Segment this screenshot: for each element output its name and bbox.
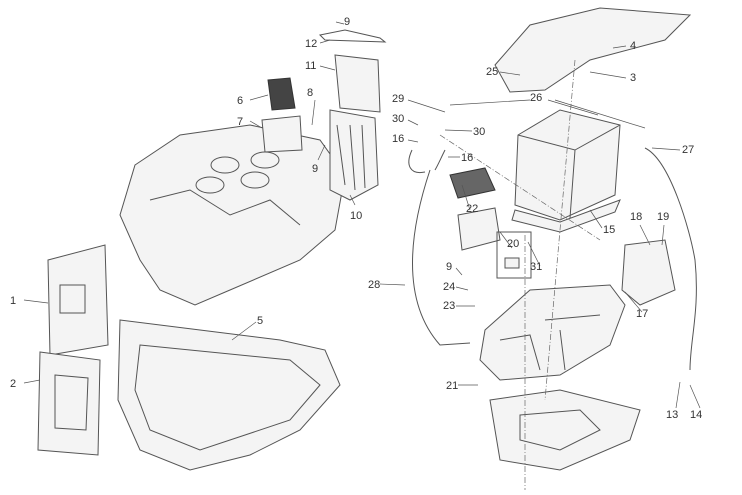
- callout-4: 4: [630, 40, 636, 52]
- callout-11: 11: [305, 60, 316, 72]
- callout-3: 3: [630, 72, 636, 84]
- callout-17: 17: [636, 308, 648, 320]
- cable-27: [644, 147, 697, 371]
- battery-26: [514, 109, 621, 221]
- ecu-tray-2: [37, 351, 101, 456]
- callout-9: 9: [312, 163, 318, 175]
- cable-28: [412, 169, 471, 346]
- leader-lines: [23, 21, 701, 409]
- battery-pad-15: [511, 199, 621, 233]
- callout-25: 25: [486, 66, 498, 78]
- callout-24: 24: [443, 281, 455, 293]
- ecu-cover: [334, 54, 381, 113]
- callout-9: 9: [344, 16, 350, 28]
- ecu-1: [47, 244, 109, 356]
- callout-10: 10: [350, 210, 362, 222]
- callout-29: 29: [392, 93, 404, 105]
- frame-subframe: [117, 319, 341, 471]
- callout-5: 5: [257, 315, 263, 327]
- relay-holder-7: [261, 115, 303, 153]
- regulator-18: [621, 239, 676, 306]
- callout-1: 1: [10, 295, 16, 307]
- callout-19: 19: [657, 211, 669, 223]
- callout-30: 30: [473, 126, 485, 138]
- callout-28: 28: [368, 279, 380, 291]
- intake-manifold: [119, 124, 346, 306]
- callout-22: 22: [466, 203, 478, 215]
- relay-6: [267, 77, 296, 111]
- callout-23: 23: [443, 300, 455, 312]
- callout-21: 21: [446, 380, 458, 392]
- callout-2: 2: [10, 378, 16, 390]
- callout-9: 9: [446, 261, 452, 273]
- callout-30: 30: [392, 113, 404, 125]
- mudguard-25: [494, 7, 692, 93]
- callout-12: 12: [305, 38, 317, 50]
- callout-16: 16: [461, 152, 473, 164]
- alignment-line: [439, 134, 601, 241]
- callout-labels: 9 12 11 6 8 7 9 10 1 2 5 29 30 16 30 16 …: [10, 16, 702, 421]
- lower-tray: [489, 389, 641, 471]
- callout-15: 15: [603, 224, 615, 236]
- callout-13: 13: [666, 409, 678, 421]
- bracket-12: [318, 29, 387, 43]
- ecu-bracket: [329, 109, 379, 201]
- callout-31: 31: [530, 261, 542, 273]
- callout-6: 6: [237, 95, 243, 107]
- callout-16: 16: [392, 133, 404, 145]
- callout-20: 20: [507, 238, 519, 250]
- battery-box-17: [479, 284, 626, 381]
- alignment-line: [544, 59, 576, 401]
- solenoid-22: [449, 167, 501, 251]
- cables-left: [408, 149, 446, 174]
- callout-14: 14: [690, 409, 702, 421]
- callout-26: 26: [530, 92, 542, 104]
- callout-18: 18: [630, 211, 642, 223]
- fuse-box-20: [496, 231, 532, 279]
- callout-7: 7: [237, 116, 243, 128]
- callout-8: 8: [307, 87, 313, 99]
- callout-27: 27: [682, 144, 694, 156]
